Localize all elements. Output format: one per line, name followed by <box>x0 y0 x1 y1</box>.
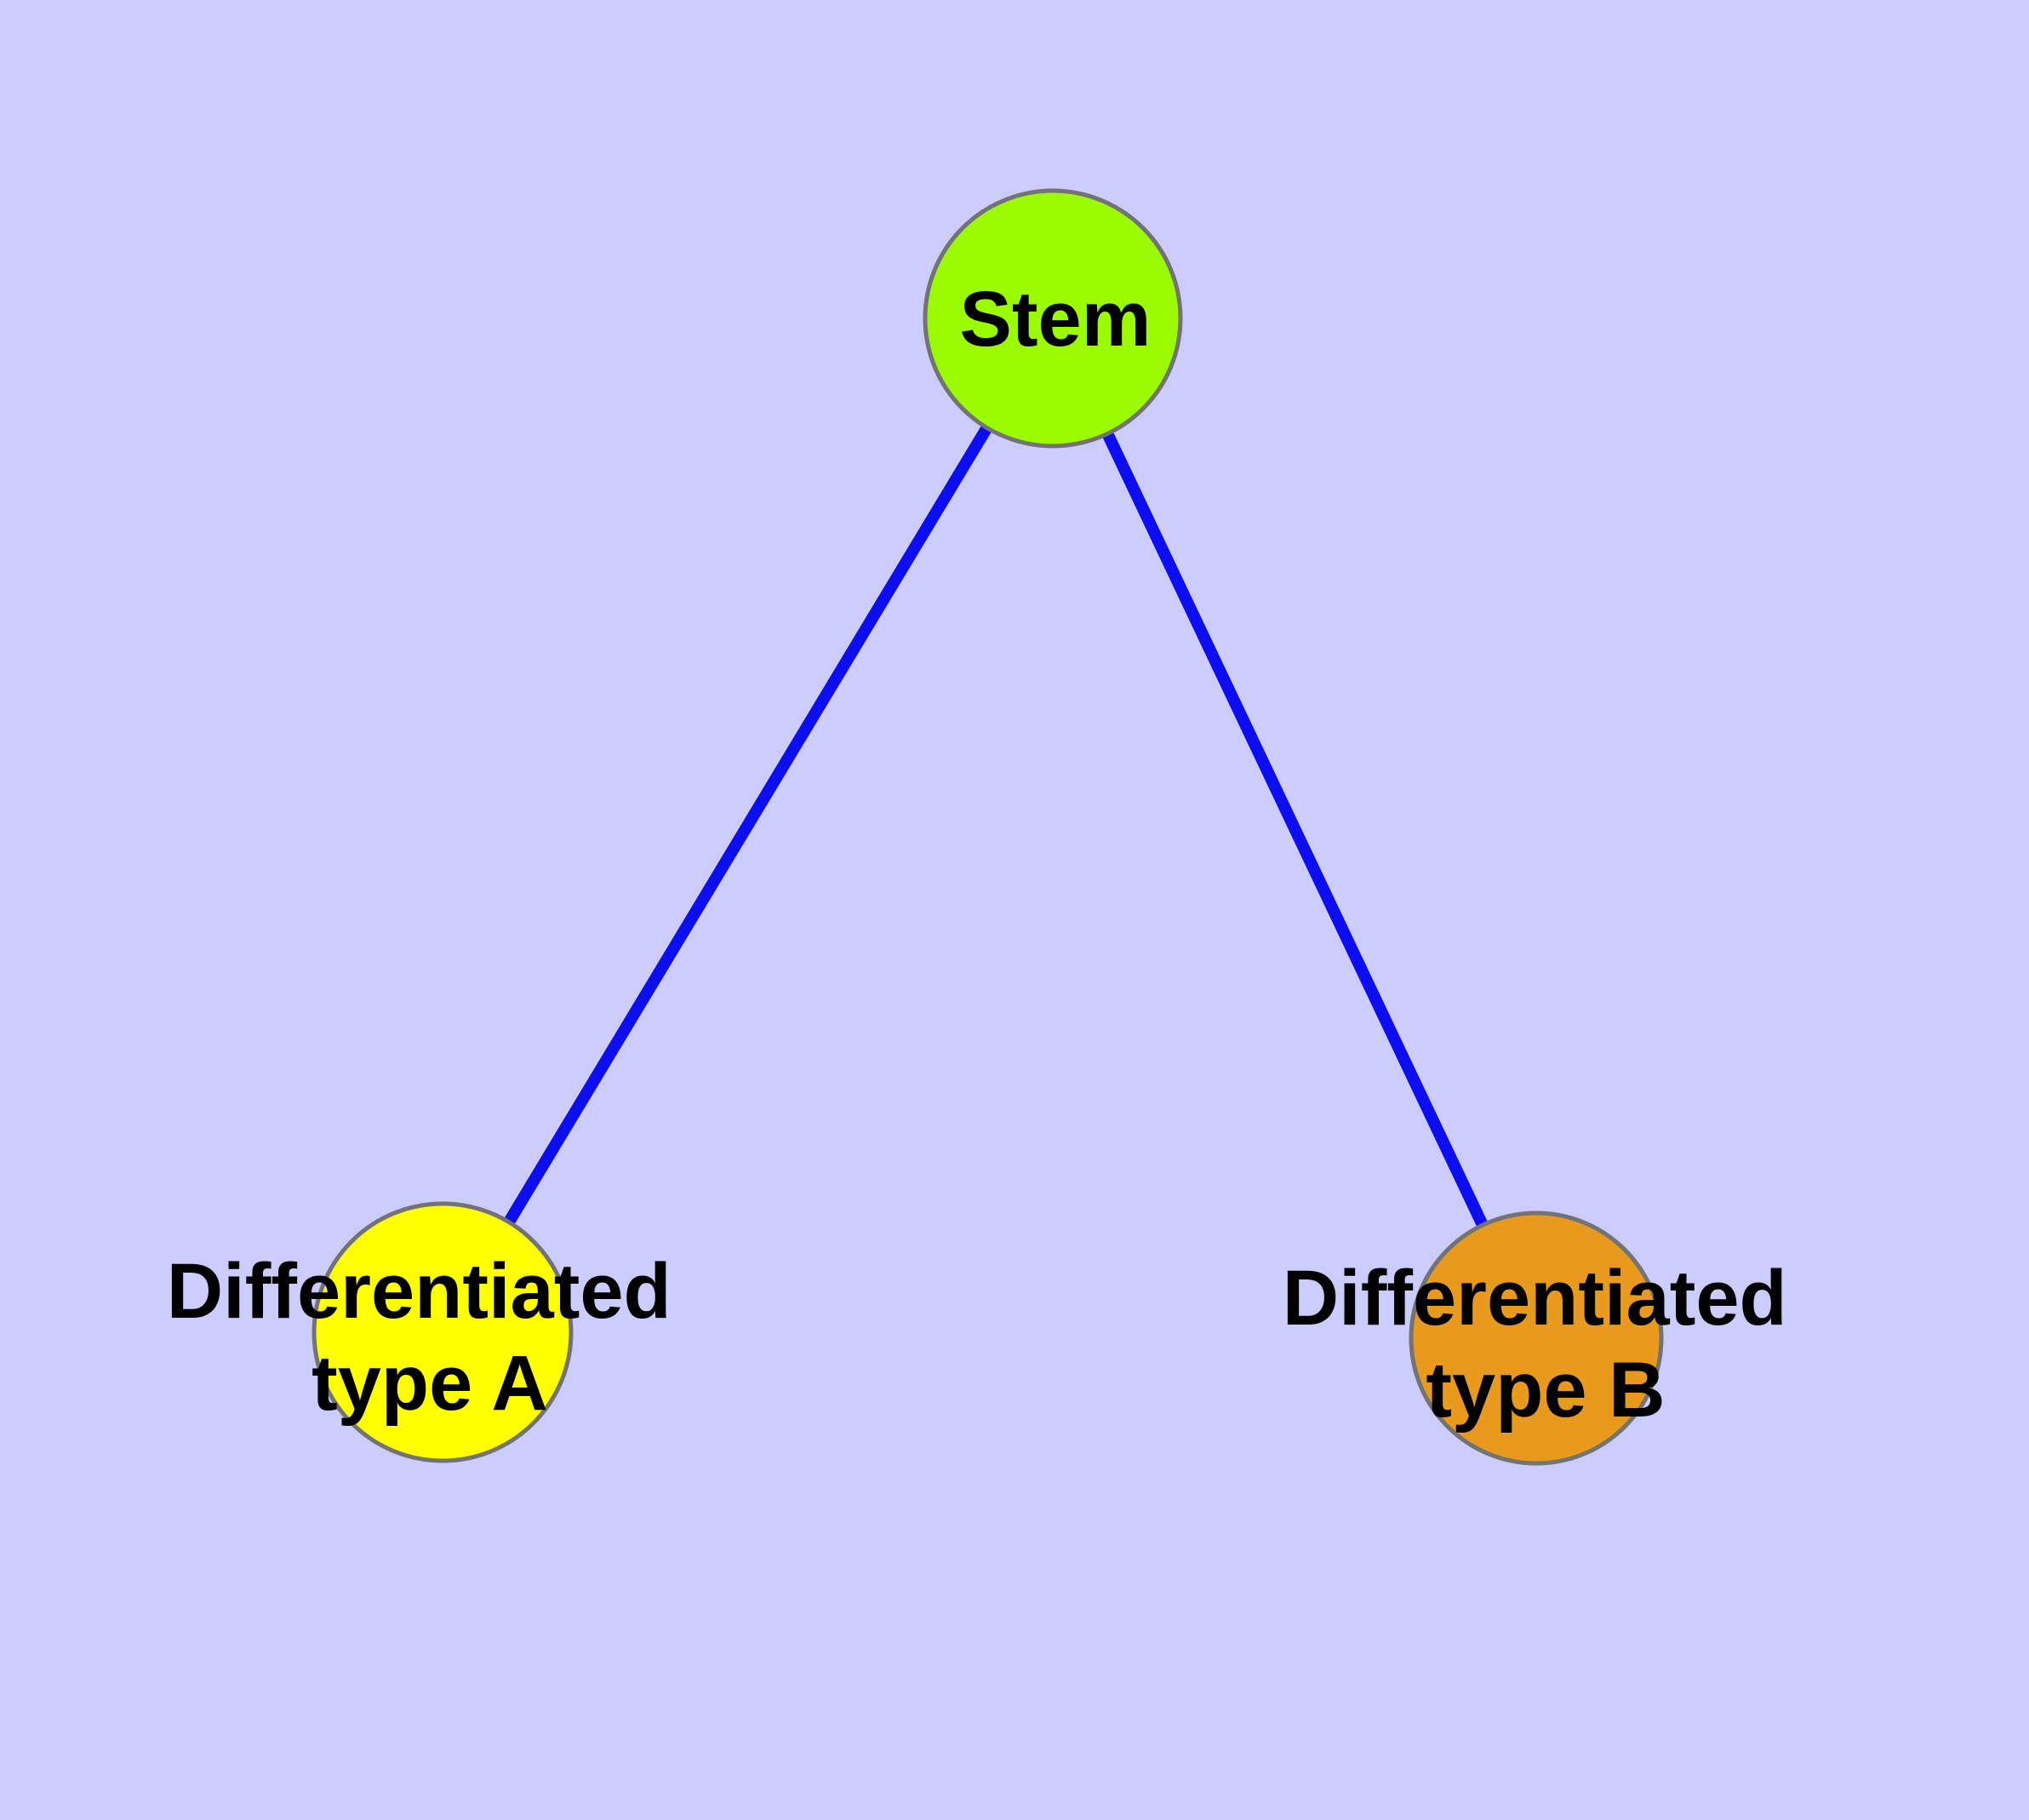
node-differentiated-type-a-label-line1: Differentiated <box>167 1248 672 1335</box>
edge-stem-to-type-a <box>437 315 1058 1336</box>
node-stem-label-line1: Stem <box>960 276 1152 363</box>
node-differentiated-type-b[interactable]: Differentiated type B <box>1283 1210 1809 1466</box>
node-differentiated-type-b-label-line2: type B <box>1426 1347 1665 1434</box>
node-differentiated-type-b-circle[interactable] <box>1409 1210 1664 1466</box>
node-differentiated-type-a-label: Differentiated type A <box>167 1248 694 1427</box>
edge-stem-to-type-b <box>1047 316 1542 1341</box>
node-stem-label: Stem <box>960 276 1152 363</box>
node-stem[interactable]: Stem <box>923 188 1183 449</box>
node-differentiated-type-a[interactable]: Differentiated type A <box>167 1201 694 1463</box>
node-differentiated-type-b-label: Differentiated type B <box>1283 1255 1809 1434</box>
node-stem-circle[interactable] <box>923 188 1183 449</box>
node-differentiated-type-a-circle[interactable] <box>311 1201 574 1463</box>
node-differentiated-type-a-label-line2: type A <box>311 1340 548 1427</box>
node-differentiated-type-b-label-line1: Differentiated <box>1283 1255 1787 1342</box>
